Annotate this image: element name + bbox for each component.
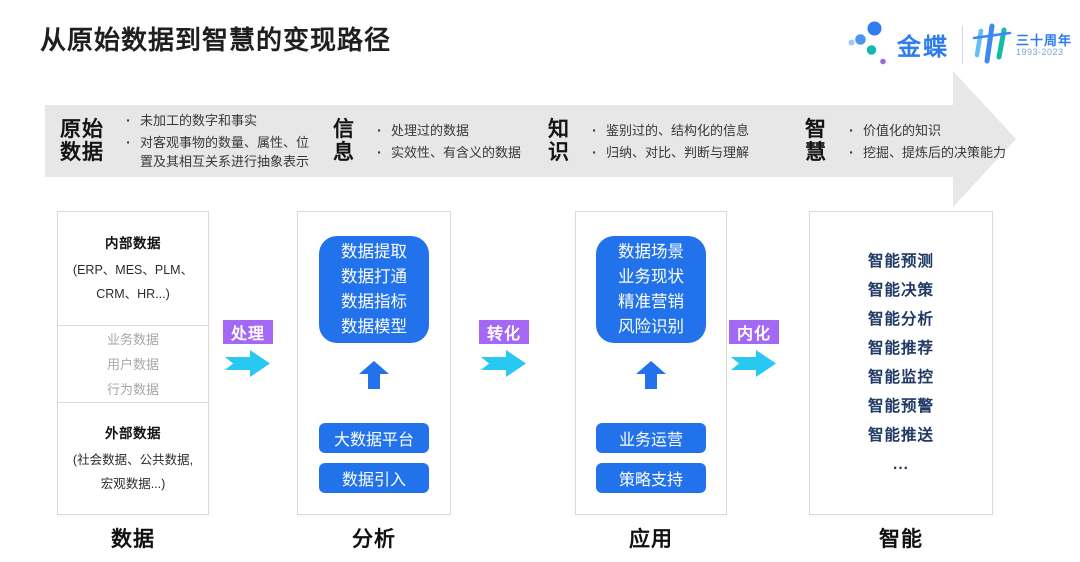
bullet-dot-icon: · [126,112,131,128]
analysis-box: 数据提取 数据打通 数据指标 数据模型 大数据平台 数据引入 [297,211,451,515]
application-card-line: 数据场景 [618,242,684,261]
bullet-dot-icon: · [377,121,382,138]
intelligence-item: 智能决策 [867,282,934,299]
anniversary-label: 三十周年 [1016,33,1073,48]
column-label-application: 应用 [629,528,673,551]
external-data-line: 宏观数据...) [100,476,166,491]
stage-bullets: · 价值化的知识 · 挖掘、提炼后的决策能力 [840,121,1006,162]
analysis-card-line: 数据模型 [341,317,407,336]
bullet-dot-icon: · [592,121,597,138]
intelligence-item-more: ... [893,456,909,473]
stage-name: 信 息 [333,118,355,164]
bullet-text: 对客观事物的数量、属性、位置及其相互关系进行抽象表示 [140,135,310,169]
big-data-platform-button: 大数据平台 [319,423,429,453]
strategy-support-button: 策略支持 [596,463,706,493]
stage-bullets: · 鉴别过的、结构化的信息 · 归纳、对比、判断与理解 [583,121,749,162]
analysis-card-line: 数据提取 [341,242,407,261]
intelligence-item: 智能预警 [867,398,934,415]
stage-raw-data: 原始 数据 · 未加工的数字和事实 · 对客观事物的数量、属性、位置及其相互关系… [60,105,316,177]
stage-name: 智 慧 [805,118,827,164]
bullet-dot-icon: · [377,143,382,160]
analysis-card: 数据提取 数据打通 数据指标 数据模型 [319,236,429,343]
stage-knowledge: 知 识 · 鉴别过的、结构化的信息 · 归纳、对比、判断与理解 [548,105,749,177]
column-intelligence: 智能预测 智能决策 智能分析 智能推荐 智能监控 智能预警 智能推送 ... 智… [809,211,993,553]
logo-divider [962,26,963,64]
right-arrow-icon [481,350,526,377]
stage-information: 信 息 · 处理过的数据 · 实效性、有含义的数据 [333,105,521,177]
stage-name: 知 识 [548,118,570,164]
thirty-anniversary-icon [972,23,1012,64]
bullet-dot-icon: · [849,121,854,138]
anniversary-years: 1993-2023 [1016,47,1064,57]
intelligence-list: 智能预测 智能决策 智能分析 智能推荐 智能监控 智能预警 智能推送 ... [810,212,992,514]
flow-transform: 转化 [479,320,529,378]
banner-arrow-head [953,71,1016,207]
bullet-text: 鉴别过的、结构化的信息 [606,122,750,138]
external-data-section: 外部数据 (社会数据、公共数据, 宏观数据...) [58,403,208,514]
application-box: 数据场景 业务现状 精准营销 风险识别 业务运营 策略支持 [575,211,727,515]
flow-label-internalize: 内化 [729,320,779,344]
internal-data-section: 内部数据 (ERP、MES、PLM、 CRM、HR...) [58,212,208,326]
bullet-text: 实效性、有含义的数据 [391,144,522,160]
business-operation-button: 业务运营 [596,423,706,453]
stage-bullets: · 未加工的数字和事实 · 对客观事物的数量、属性、位置及其相互关系进行抽象表示 [117,111,316,171]
column-label-data: 数据 [111,528,155,551]
data-import-button: 数据引入 [319,463,429,493]
internal-data-line: (ERP、MES、PLM、 [72,262,194,277]
analysis-card-line: 数据打通 [341,267,407,286]
right-arrow-icon [225,350,270,377]
bullet-dot-icon: · [849,143,854,160]
up-arrow-icon [636,361,666,389]
internal-data-title: 内部数据 [105,235,161,251]
bullet-dot-icon: · [592,143,597,160]
application-card-line: 业务现状 [618,267,684,286]
data-types-section: 业务数据 用户数据 行为数据 [58,326,208,403]
bullet-text: 未加工的数字和事实 [140,113,258,128]
banner-arrow: 原始 数据 · 未加工的数字和事实 · 对客观事物的数量、属性、位置及其相互关系… [45,105,1006,177]
intelligence-item: 智能分析 [867,311,934,328]
external-data-title: 外部数据 [105,425,161,441]
bullet-text: 挖掘、提炼后的决策能力 [863,144,1007,160]
stage-bullets: · 处理过的数据 · 实效性、有含义的数据 [368,121,521,162]
intelligence-box: 智能预测 智能决策 智能分析 智能推荐 智能监控 智能预警 智能推送 ... [809,211,993,515]
kingdee-dots-icon [848,21,886,65]
data-type-item: 用户数据 [106,356,159,372]
intelligence-item: 智能推荐 [867,340,934,357]
column-application: 数据场景 业务现状 精准营销 风险识别 业务运营 策略支持 应用 [575,211,727,553]
flow-label-transform: 转化 [479,320,529,344]
column-label-intelligence: 智能 [879,528,923,551]
bullet-text: 处理过的数据 [391,122,470,138]
column-data: 内部数据 (ERP、MES、PLM、 CRM、HR...) 业务数据 用户数据 … [57,211,209,553]
external-data-line: (社会数据、公共数据, [72,452,194,467]
application-card: 数据场景 业务现状 精准营销 风险识别 [596,236,706,343]
stage-wisdom: 智 慧 · 价值化的知识 · 挖掘、提炼后的决策能力 [805,105,1006,177]
data-box: 内部数据 (ERP、MES、PLM、 CRM、HR...) 业务数据 用户数据 … [57,211,209,515]
flow-internalize: 内化 [729,320,779,378]
intelligence-item: 智能推送 [867,427,934,444]
bullet-text: 价值化的知识 [863,122,942,138]
data-type-item: 行为数据 [106,381,159,397]
internal-data-line: CRM、HR...) [96,286,170,301]
intelligence-item: 智能监控 [867,369,934,386]
bullet-text: 归纳、对比、判断与理解 [606,144,750,160]
brand-name: 金蝶 [897,34,949,61]
stage-name: 原始 数据 [60,118,104,164]
flow-label-process: 处理 [223,320,273,344]
column-analysis: 数据提取 数据打通 数据指标 数据模型 大数据平台 数据引入 分析 [297,211,451,553]
up-arrow-icon [359,361,389,389]
flow-process: 处理 [223,320,273,378]
page-title: 从原始数据到智慧的变现路径 [40,25,392,55]
column-label-analysis: 分析 [352,528,396,551]
analysis-card-line: 数据指标 [341,292,407,311]
intelligence-item: 智能预测 [867,253,934,270]
application-card-line: 精准营销 [618,292,684,311]
data-type-item: 业务数据 [106,331,159,347]
bullet-dot-icon: · [126,134,131,150]
right-arrow-icon [731,350,776,377]
application-card-line: 风险识别 [618,317,684,336]
